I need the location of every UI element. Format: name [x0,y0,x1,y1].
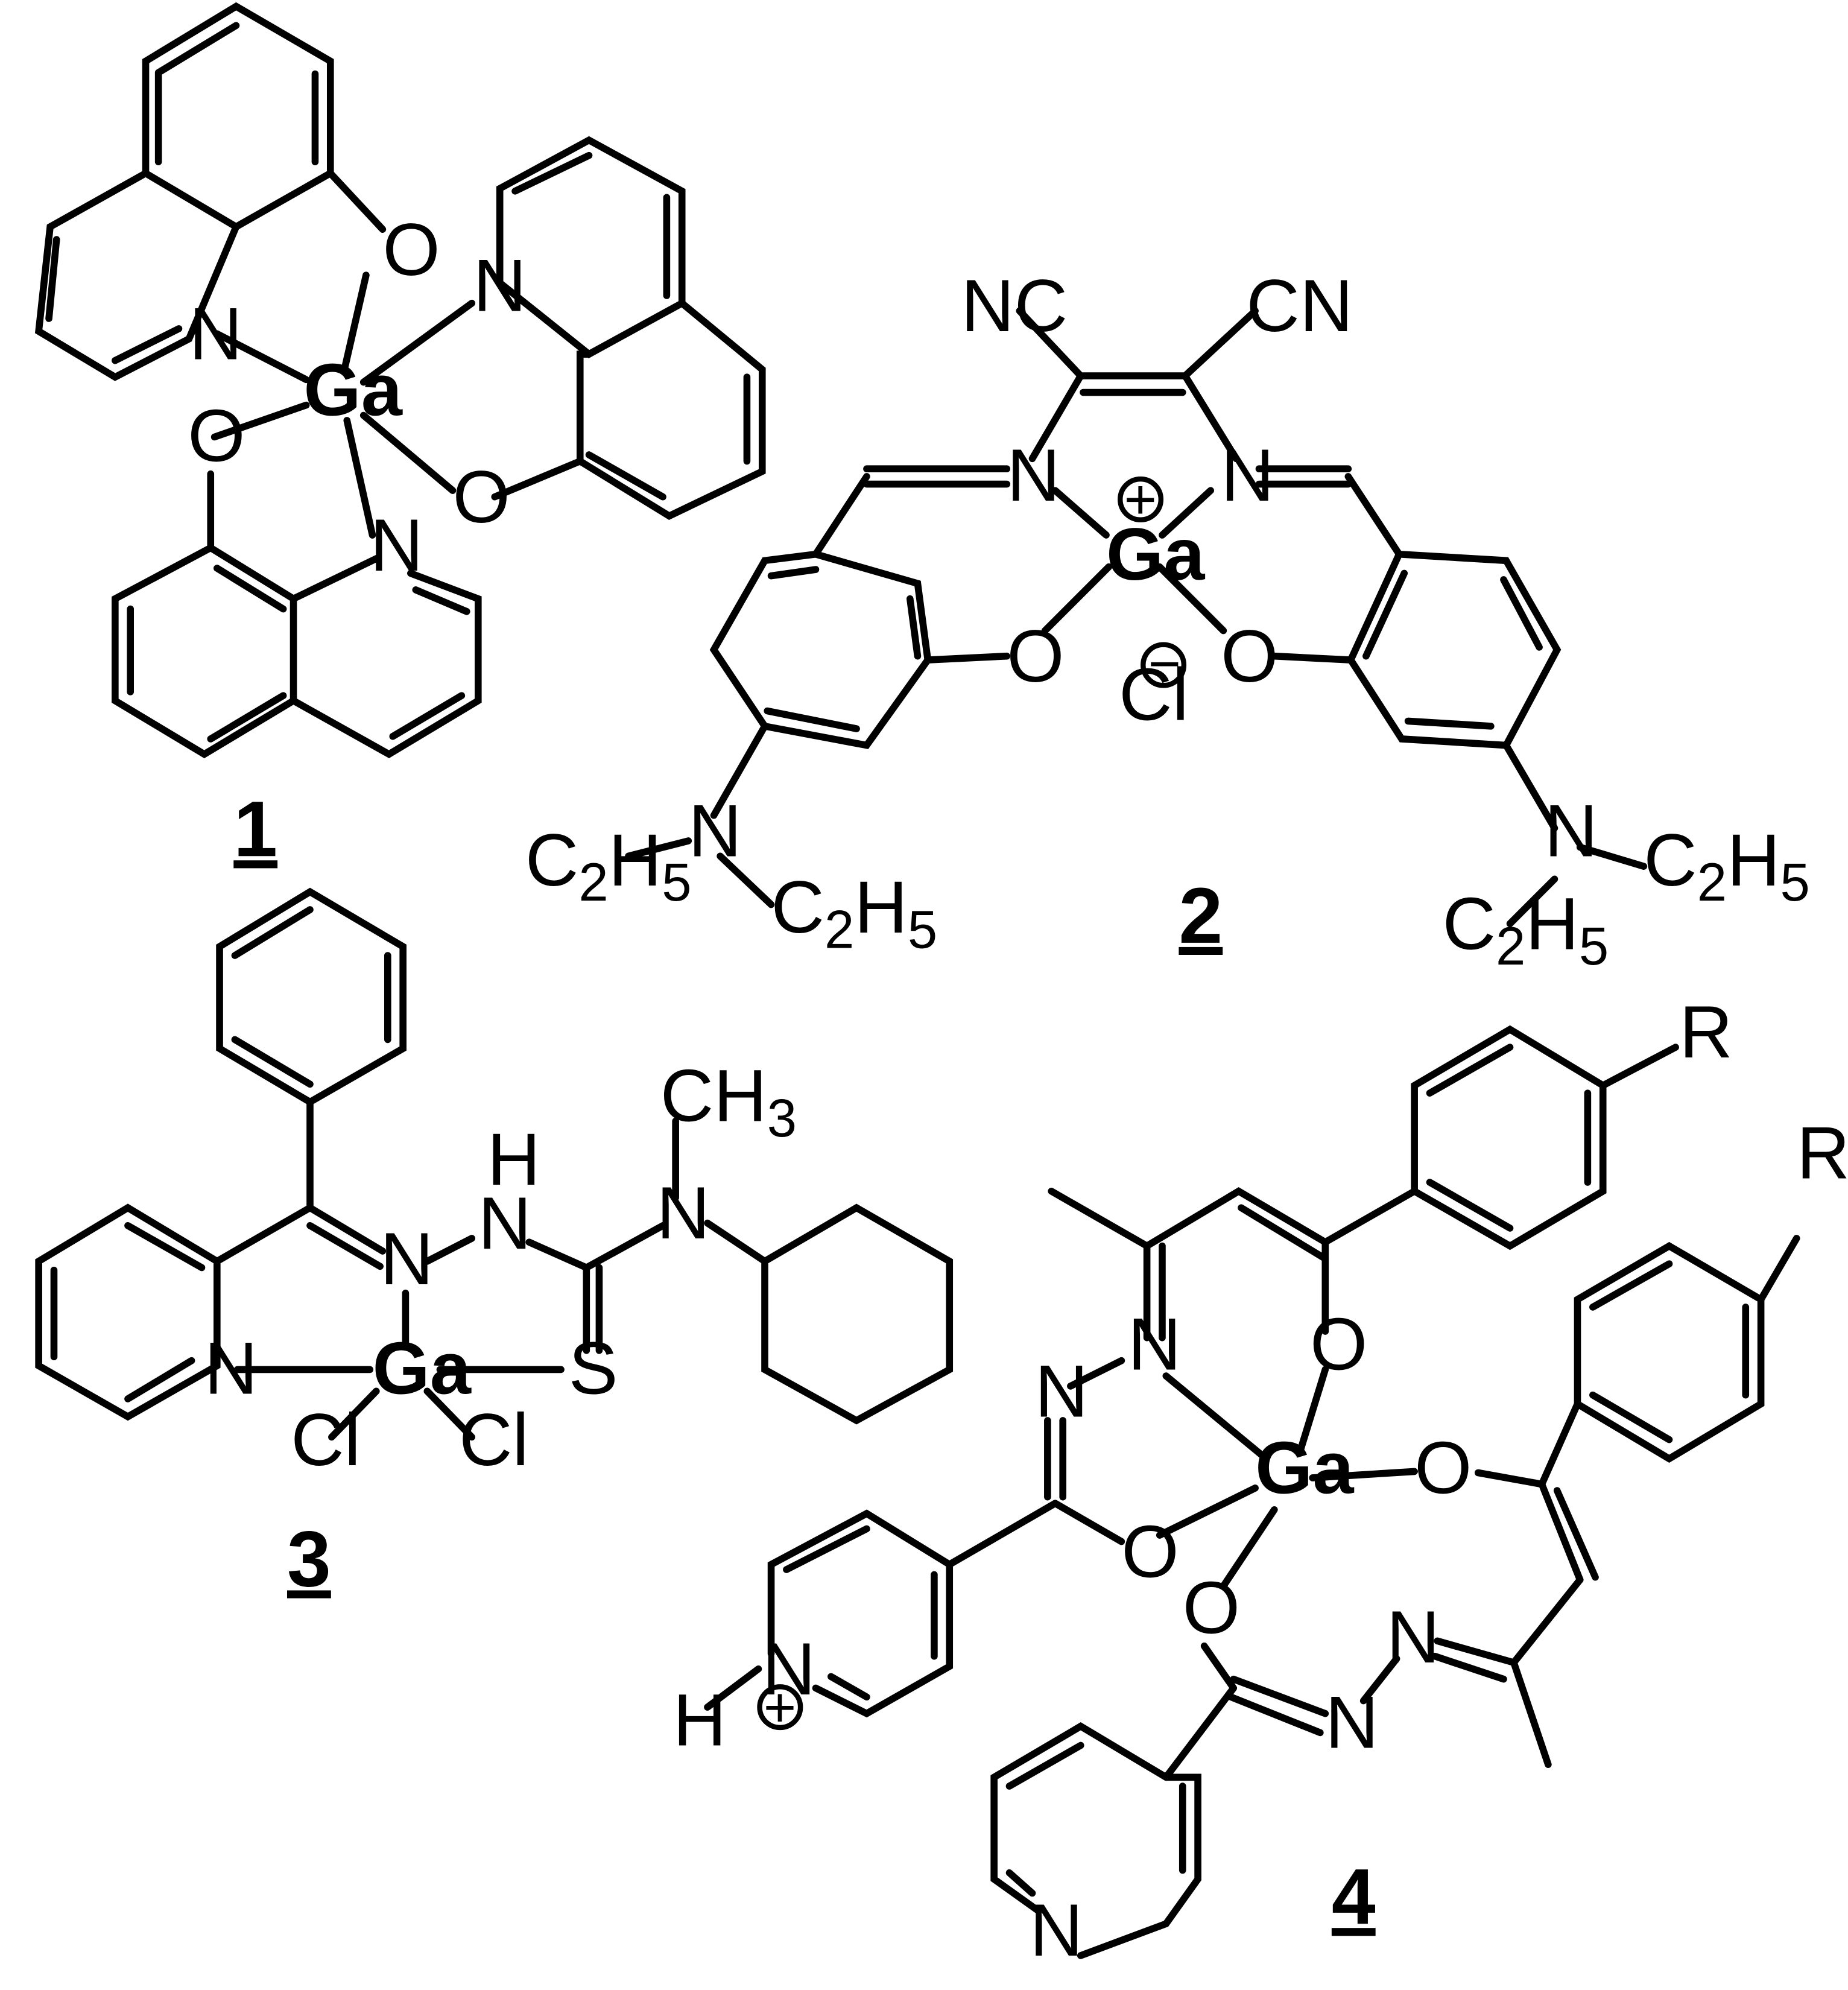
atom-r1-4: R [1679,990,1732,1073]
atom-n-imine-3: N [380,1217,433,1300]
atom-ga-4: Ga [1255,1426,1354,1509]
compound-4-structure: + R R N O N Ga O O O N N N H N 4 [673,990,1848,1971]
charge-anion-2: − [1148,632,1181,695]
atom-n-pyr2-4: N [1030,1889,1083,1971]
atom-nh-h: H [487,1118,540,1200]
compound-label-2: 2 [1179,871,1223,960]
atom-nh-n: N [478,1182,531,1264]
atom-n-left-2: N [1007,434,1060,516]
atom-n-pyr1-4: N [762,1627,815,1710]
atom-o4-4: O [1183,1567,1240,1649]
compound-3-structure: N H N N CH3 N Ga S Cl Cl 3 [35,887,954,1603]
atom-n4-4: N [1325,1681,1378,1764]
atom-r2-4: R [1797,1112,1848,1194]
atom-ga-3: Ga [372,1327,471,1410]
ethyl-left-lower: C2H5 [771,866,938,959]
atom-nc-left: NC [961,264,1068,347]
atom-cl2-3: Cl [459,1398,529,1481]
atom-n-amide-3: N [656,1171,709,1254]
atom-amine-left: N [688,789,741,872]
charge-cation-4: + [764,1676,796,1738]
atom-s-3: S [569,1327,618,1410]
atom-o-right-2: O [1221,615,1278,697]
atom-o1-4: O [1310,1302,1367,1385]
atom-n2: N [473,244,526,326]
compound-label-3: 3 [287,1514,331,1603]
charge-cation-2: + [1124,468,1157,531]
atom-o2-4: O [1414,1426,1472,1509]
atom-n-pyr-3: N [204,1327,258,1410]
atom-cl1-3: Cl [291,1398,361,1481]
atom-o-left-2: O [1007,615,1064,697]
atom-n2-4: N [1035,1350,1088,1433]
atom-n1-4: N [1128,1302,1181,1385]
atom-o3-4: O [1121,1510,1179,1593]
atom-cl-2: Cl [1119,653,1189,735]
atom-amine-right: N [1545,789,1598,872]
atom-n1: N [189,293,242,375]
atom-o1: O [382,208,440,291]
atom-h-4: H [673,1678,726,1761]
atom-ga-1: Ga [303,349,402,431]
atom-o2: O [188,395,245,477]
methyl-3: CH3 [660,1054,797,1148]
ethyl-right-upper: C2H5 [1644,819,1810,912]
compound-label-4: 4 [1332,1852,1376,1941]
compound-label-1: 1 [233,784,277,873]
compound-1-structure: O N Ga N O O N 1 [34,2,766,873]
ethyl-right-lower: C2H5 [1443,882,1609,975]
atom-cn-right: CN [1246,264,1353,347]
atom-ga-2: Ga [1106,513,1205,595]
atom-n3: N [370,504,423,586]
atom-n-right-2: N [1221,434,1274,516]
ethyl-left-upper: C2H5 [525,819,692,912]
atom-n3-4: N [1387,1595,1440,1678]
atom-o3: O [453,455,510,538]
compound-2-structure: + − NC CN N N Ga O O Cl N N C2H5 C2H5 C2… [525,264,1810,976]
